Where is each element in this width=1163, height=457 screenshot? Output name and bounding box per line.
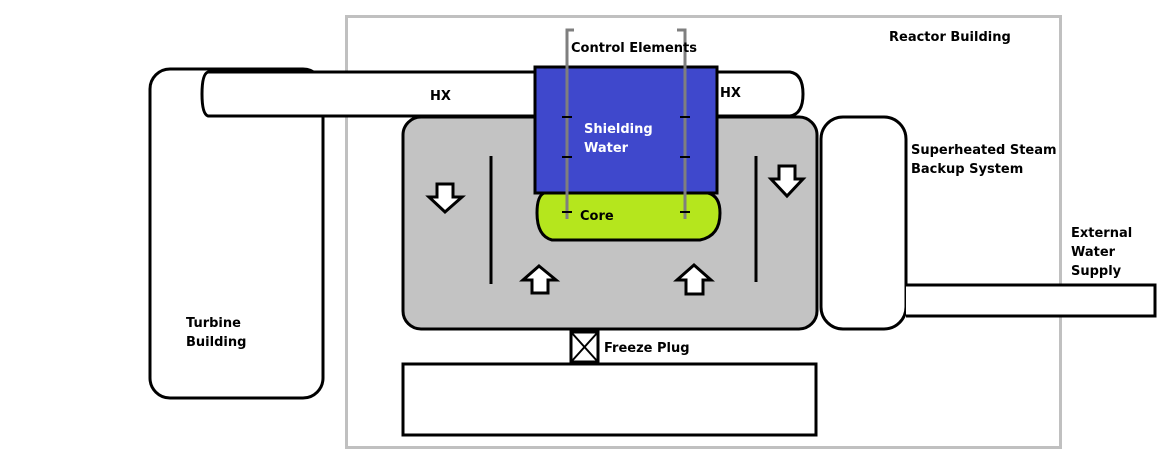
turbine-building	[148, 67, 325, 400]
superheated-steam-backup	[819, 115, 908, 331]
superheated-label-line1: Superheated Steam	[911, 143, 1057, 158]
freeze-plug	[569, 330, 600, 364]
drain-tank	[401, 362, 818, 437]
reactor-core	[535, 191, 722, 242]
turbine-building-label-line1: Turbine	[186, 316, 241, 331]
flow-arrow-down-right	[767, 164, 807, 199]
core-label: Core	[580, 209, 614, 224]
reactor-building-label: Reactor Building	[889, 30, 1011, 45]
external-water-supply-pipe	[906, 283, 1157, 318]
hx-left-label: HX	[430, 89, 451, 104]
control-rod-ticks	[562, 116, 690, 213]
flow-arrow-up-left	[519, 264, 561, 295]
turbine-building-label-line2: Building	[186, 335, 246, 350]
external-water-label-line3: Supply	[1071, 264, 1122, 279]
flow-arrow-down-left	[425, 182, 466, 215]
reactor-building-outline	[345, 15, 1062, 449]
freeze-plug-label: Freeze Plug	[604, 341, 690, 356]
external-water-label-line2: Water	[1071, 245, 1116, 260]
hx-right-label: HX	[720, 86, 741, 101]
shielding-water-label-line1: Shielding	[584, 122, 653, 137]
superheated-label-line2: Backup System	[911, 162, 1023, 177]
shielding-water-label-line2: Water	[584, 141, 629, 156]
external-water-label-line1: External	[1071, 226, 1132, 241]
control-elements-label: Control Elements	[571, 41, 697, 56]
flow-arrow-up-right	[673, 262, 715, 296]
shielding-water	[533, 65, 719, 195]
